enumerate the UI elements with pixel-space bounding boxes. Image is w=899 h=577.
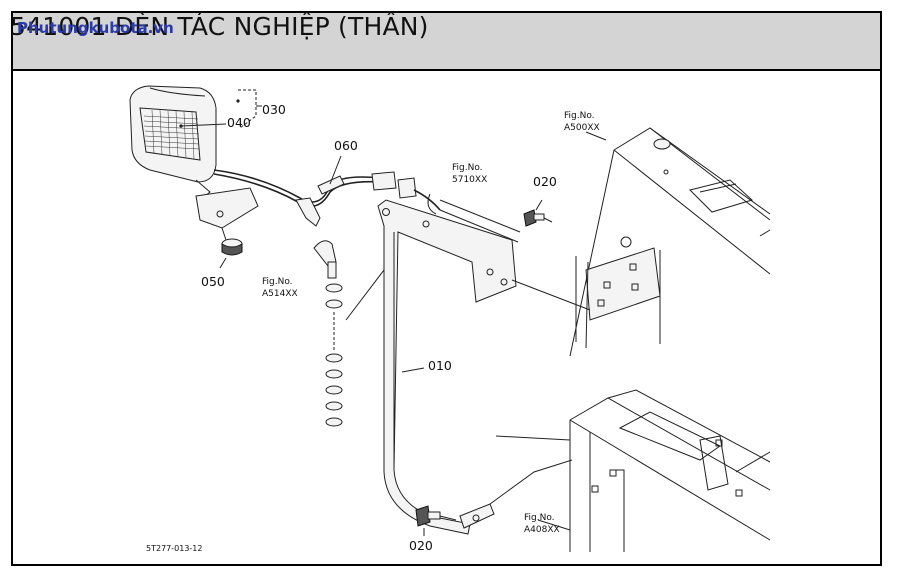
site-watermark: Phutungkubota.vn [17, 19, 174, 37]
bolt-020-top [523, 199, 553, 227]
fig-ref-5710-label: Fig.No. [452, 163, 483, 173]
header-bar [13, 13, 880, 71]
page-title: 541001 ĐÈN TÁC NGHIỆP (THÂN) [10, 12, 429, 41]
frame-a500 [511, 127, 771, 357]
wire-harness [213, 155, 521, 243]
rubber-bumper [219, 238, 243, 269]
part-label-030: 030 [262, 102, 286, 117]
fig-ref-a500-code: A500XX [564, 123, 600, 133]
fig-ref-5710-code: 5710XX [452, 175, 487, 185]
bolt-020-bottom [415, 505, 457, 536]
part-label-010: 010 [428, 358, 452, 373]
part-label-020-top: 020 [533, 174, 557, 189]
part-label-020-bottom: 020 [409, 538, 433, 553]
bolt-stack [313, 240, 389, 427]
diagram-code: 5T277-013-12 [146, 544, 202, 553]
part-label-040: 040 [227, 115, 251, 130]
part-label-050: 050 [201, 274, 225, 289]
part-label-060: 060 [334, 138, 358, 153]
fig-ref-a408-code: A408XX [524, 525, 560, 535]
fig-ref-a514-code: A514XX [262, 289, 298, 299]
fig-ref-a408-label: Fig.No. [524, 513, 555, 523]
work-lamp [129, 85, 259, 241]
fig-ref-a500-label: Fig.No. [564, 111, 595, 121]
frame-a408 [489, 389, 771, 552]
fig-ref-a514-label: Fig.No. [262, 277, 293, 287]
